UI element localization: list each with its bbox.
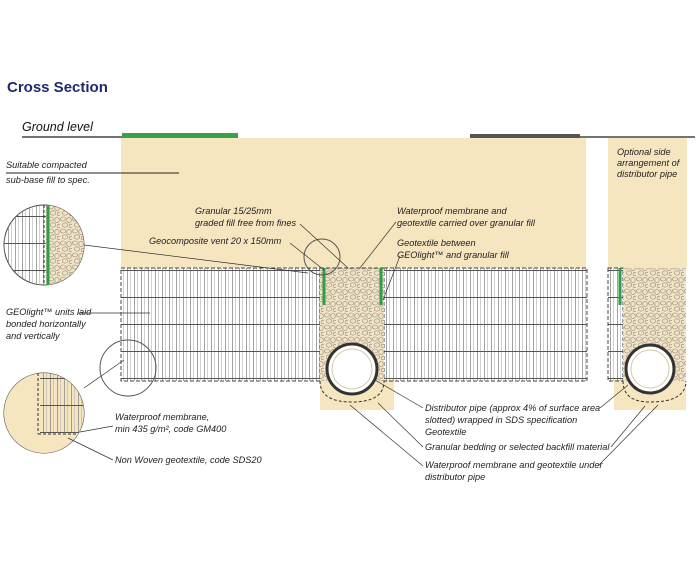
- distributor-pipe-leader: [374, 379, 424, 409]
- page-title: Cross Section: [7, 79, 108, 96]
- subbase-label: Suitable compacted sub-base fill to spec…: [6, 160, 90, 185]
- granular-fill-leader: [299, 223, 349, 269]
- subbase-fill-side: [608, 138, 687, 268]
- membrane-under-pipe-main: [319, 380, 385, 403]
- detail-circle-top: [3, 204, 85, 286]
- geocomposite-vent-label: Geocomposite vent 20 x 150mm: [149, 236, 282, 246]
- tarmac-strip: [470, 134, 580, 138]
- distributor-pipe-side-inner: [630, 349, 670, 389]
- grass-strip: [122, 133, 238, 138]
- detail-bottom-leader: [83, 359, 125, 389]
- membrane-under-pipe-side: [622, 380, 687, 403]
- nonwoven-leader: [67, 437, 114, 461]
- waterproof-min-label: Waterproof membrane, min 435 g/m², code …: [115, 412, 227, 434]
- granular-bedding-label: Granular bedding or selected backfill ma…: [425, 442, 610, 452]
- granular-bedding-leader-side: [610, 405, 646, 448]
- detail-circle-bottom: [3, 372, 85, 454]
- detail-bottom-marker: [99, 339, 157, 397]
- geolight-block-right: [383, 267, 588, 382]
- optional-side-label: Optional side arrangement of distributor…: [617, 147, 682, 179]
- waterproof-min-leader: [79, 425, 114, 433]
- geotextile-between-label: Geotextile between GEOlight™ and granula…: [397, 238, 510, 260]
- distributor-pipe-main: [325, 342, 379, 396]
- distributor-pipe-label: Distributor pipe (approx 4% of surface a…: [425, 403, 603, 437]
- waterproof-top-leader: [359, 221, 397, 269]
- geotextile-between-leader: [382, 255, 401, 301]
- granular-bedding-leader: [377, 402, 424, 448]
- geocomposite-vent-leader: [289, 242, 325, 271]
- ground-level-label: Ground level: [22, 120, 94, 134]
- distributor-pipe-side: [624, 343, 676, 395]
- detail-top-leader: [83, 244, 309, 274]
- waterproof-under-leader: [349, 404, 424, 467]
- detail-top-marker: [303, 238, 341, 276]
- distributor-pipe-main-inner: [331, 348, 373, 390]
- nonwoven-label: Non Woven geotextile, code SDS20: [115, 455, 262, 465]
- waterproof-under-label: Waterproof membrane and geotextile under…: [425, 460, 605, 482]
- waterproof-under-leader-side: [597, 404, 659, 467]
- granular-fill-label: Granular 15/25mm graded fill free from f…: [195, 206, 297, 228]
- geolight-block-left: [120, 267, 321, 382]
- waterproof-top-label: Waterproof membrane and geotextile carri…: [397, 206, 536, 228]
- subbase-fill-main: [121, 138, 586, 268]
- geolight-units-label: GEOlight™ units laid bonded horizontally…: [6, 307, 94, 341]
- distributor-pipe-leader-side: [599, 384, 629, 409]
